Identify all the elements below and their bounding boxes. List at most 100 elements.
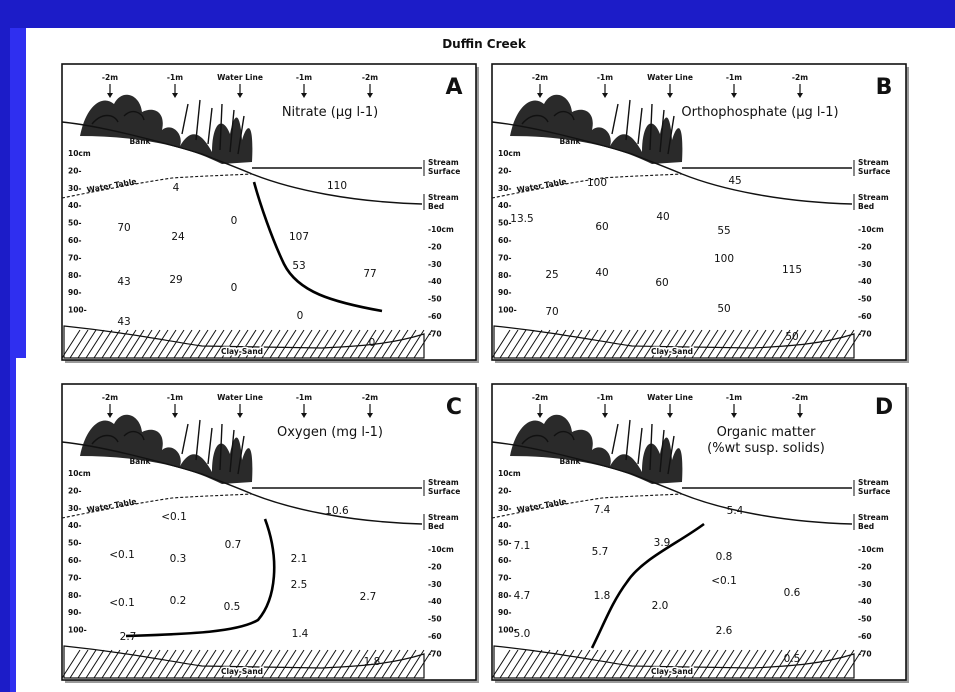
right-depth-tick: -70 xyxy=(428,329,442,338)
measurement-value: 45 xyxy=(728,175,741,187)
right-depth-tick: -10cm xyxy=(428,545,454,554)
slide-left-strip-lower xyxy=(10,358,16,692)
measurement-value: <0.1 xyxy=(711,575,737,587)
position-label: -1m xyxy=(726,393,742,402)
right-depth-tick: -70 xyxy=(858,329,872,338)
position-arrow-head xyxy=(107,93,113,98)
stream-surface-label-2: Surface xyxy=(428,167,460,176)
left-depth-tick: 20- xyxy=(498,166,512,175)
left-depth-tick: 40- xyxy=(68,201,82,210)
clay-sand-label: Clay-Sand xyxy=(221,667,263,676)
bank-label: Bank xyxy=(129,137,151,146)
measurement-value: 7.1 xyxy=(514,540,531,552)
measurement-value: 10.6 xyxy=(325,505,349,517)
measurement-value: 24 xyxy=(171,231,185,243)
measurement-value: 0.8 xyxy=(716,551,733,563)
measurement-value: 2.0 xyxy=(652,600,669,612)
left-depth-tick: 80- xyxy=(68,271,82,280)
right-depth-tick: -50 xyxy=(858,615,872,624)
position-arrow-head xyxy=(667,93,673,98)
position-label: -1m xyxy=(296,73,312,82)
measurement-value: 53 xyxy=(292,260,305,272)
left-depth-tick: 100- xyxy=(498,306,517,315)
measurement-value: 70 xyxy=(545,306,558,318)
figure-title: Duffin Creek xyxy=(442,37,527,51)
measurement-value: 1.8 xyxy=(364,656,381,668)
left-depth-tick: 70- xyxy=(498,253,512,262)
measurement-value: 50 xyxy=(785,331,798,343)
right-depth-tick: -10cm xyxy=(858,545,884,554)
slide-left-bar xyxy=(0,0,10,692)
left-depth-tick: 50- xyxy=(68,219,82,228)
right-depth-tick: -60 xyxy=(858,312,872,321)
stream-surface-label-2: Surface xyxy=(858,167,890,176)
measurement-value: 4.7 xyxy=(514,590,531,602)
panel-letter: D xyxy=(875,395,893,420)
measurement-value: <0.1 xyxy=(109,597,135,609)
position-arrow-head xyxy=(301,413,307,418)
profile-curve xyxy=(125,518,276,638)
right-depth-tick: -20 xyxy=(428,242,442,251)
right-depth-tick: -60 xyxy=(428,632,442,641)
stream-bed-label-1: Stream xyxy=(858,513,889,522)
position-label: -1m xyxy=(296,393,312,402)
measurement-value: 50 xyxy=(717,303,730,315)
left-depth-tick: 50- xyxy=(498,219,512,228)
position-arrow-head xyxy=(237,413,243,418)
right-depth-tick: -40 xyxy=(428,277,442,286)
measurement-value: 107 xyxy=(289,231,309,243)
profile-curve xyxy=(590,522,705,649)
panel-title-line1: Organic matter xyxy=(717,425,817,440)
stream-surface-label-2: Surface xyxy=(428,487,460,496)
measurement-value: 7.4 xyxy=(594,504,611,516)
position-label: -2m xyxy=(362,73,378,82)
left-depth-tick: 80- xyxy=(68,591,82,600)
panel-title-line2: (%wt susp. solids) xyxy=(707,441,825,456)
measurement-value: 0 xyxy=(297,310,304,322)
bank-slope xyxy=(61,441,253,495)
left-depth-tick: 40- xyxy=(68,521,82,530)
right-depth-tick: -40 xyxy=(428,597,442,606)
position-arrow-head xyxy=(237,93,243,98)
vegetation-sketch xyxy=(510,94,683,164)
position-label: -1m xyxy=(597,73,613,82)
left-depth-tick: 60- xyxy=(498,556,512,565)
measurement-value: 40 xyxy=(656,211,669,223)
left-depth-tick: 70- xyxy=(68,573,82,582)
stream-surface-label-1: Stream xyxy=(858,158,889,167)
measurement-value: 115 xyxy=(782,264,802,276)
stream-bed-line xyxy=(681,493,853,525)
measurement-value: 60 xyxy=(655,277,668,289)
water-table-line xyxy=(491,173,683,199)
vegetation-sketch xyxy=(80,414,253,484)
panel-letter: B xyxy=(876,75,893,100)
measurement-value: 2.6 xyxy=(716,625,733,637)
right-depth-tick: -20 xyxy=(428,562,442,571)
left-depth-tick: 80- xyxy=(498,591,512,600)
position-label: Water Line xyxy=(647,393,693,402)
clay-sand-hatching xyxy=(62,330,432,358)
bank-slope xyxy=(491,121,683,175)
position-arrow-head xyxy=(731,413,737,418)
position-arrow-head xyxy=(367,93,373,98)
bank-slope xyxy=(491,441,683,495)
position-arrow-head xyxy=(537,413,543,418)
clay-sand-label: Clay-Sand xyxy=(651,347,693,356)
measurement-value: 0.5 xyxy=(784,653,801,665)
panel-title: Oxygen (mg l-1) xyxy=(277,425,383,440)
left-depth-tick: 90- xyxy=(498,288,512,297)
position-arrow-head xyxy=(301,93,307,98)
position-label: -2m xyxy=(102,393,118,402)
grass-strokes xyxy=(91,99,245,155)
measurement-value: 2.7 xyxy=(360,591,377,603)
clay-sand-hatching xyxy=(62,650,432,678)
measurement-value: 0.7 xyxy=(225,539,242,551)
panel-title: Orthophosphate (µg l-1) xyxy=(681,105,838,120)
right-depth-tick: -20 xyxy=(858,562,872,571)
panel-letter: A xyxy=(445,75,462,100)
stream-bed-line xyxy=(681,173,853,205)
stream-surface-label-1: Stream xyxy=(428,478,459,487)
measurement-value: 29 xyxy=(169,274,182,286)
